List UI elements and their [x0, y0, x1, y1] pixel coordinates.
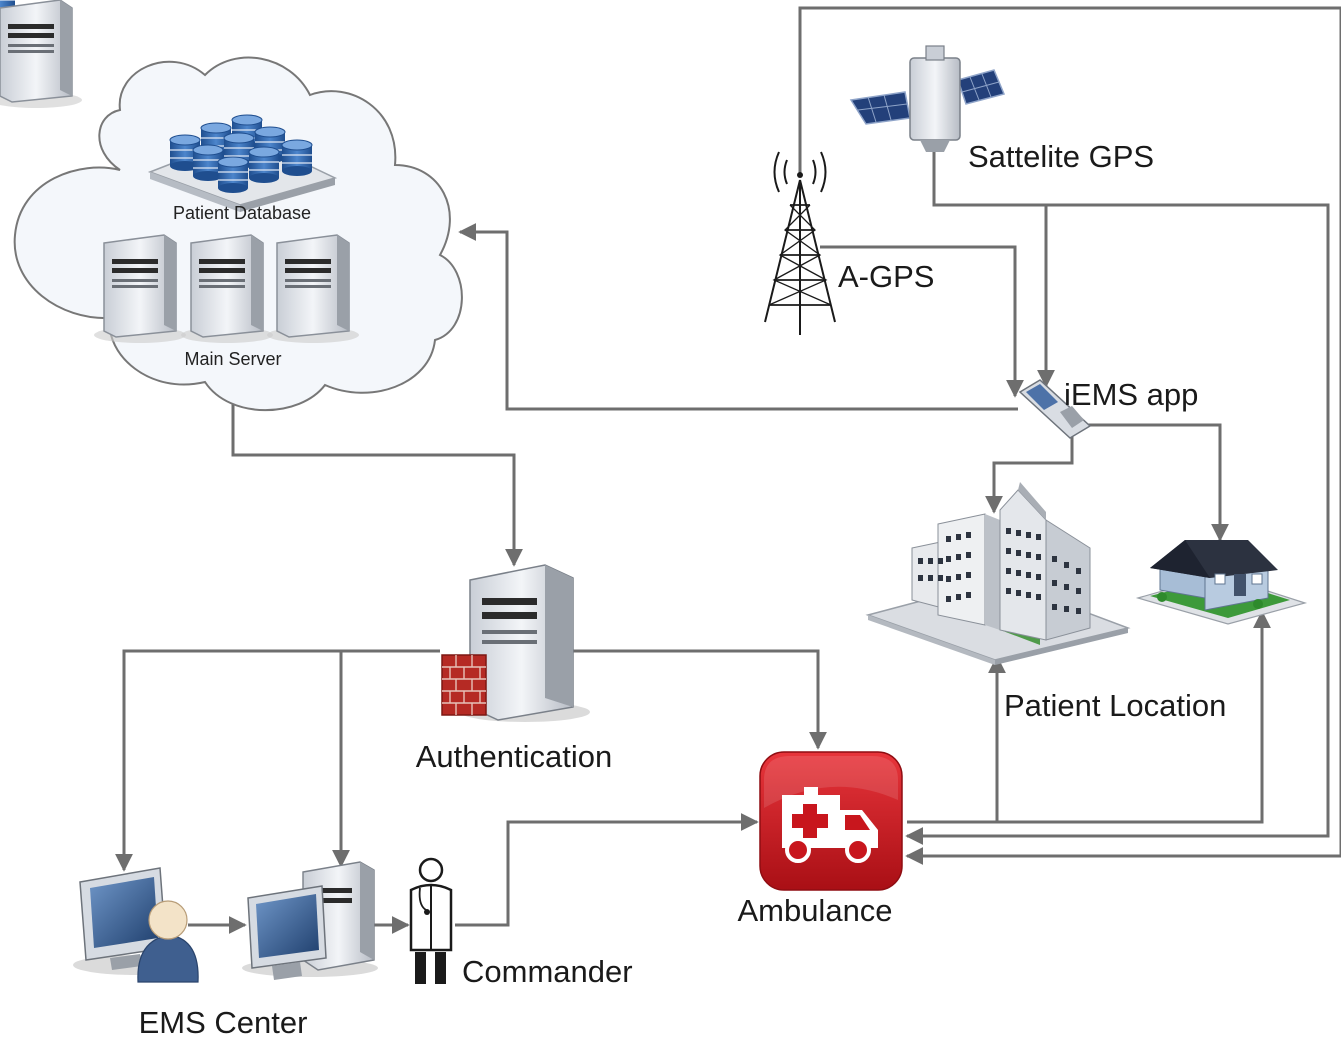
main-server-label: Main Server: [184, 349, 281, 369]
connector-iems-to-hospital: [985, 435, 1074, 514]
patient-database-label: Patient Database: [173, 203, 311, 223]
ems-center-label: EMS Center: [139, 1005, 308, 1040]
connector-ambulance-to-house: [997, 610, 1271, 824]
connector-commander-to-ambulance: [455, 813, 759, 927]
connector-auth-to-ambulance: [573, 649, 827, 750]
computer-workstation-icon: [242, 861, 378, 980]
satellite-icon: [849, 45, 1006, 152]
ambulance-icon: [759, 751, 903, 891]
connector-auth-to-ems-monitor: [115, 649, 440, 872]
doctor-icon: [409, 857, 453, 984]
connectors: [115, 6, 1341, 934]
connector-satellite-to-iems: [932, 148, 1055, 388]
connector-tower-to-ambulance: [798, 6, 1341, 865]
commander-label: Commander: [462, 954, 633, 989]
house-icon: [1135, 540, 1308, 625]
user-icon: [137, 900, 199, 983]
connector-agps-to-iems: [820, 245, 1024, 398]
authentication-label: Authentication: [416, 739, 612, 774]
iems-app-label: iEMS app: [1064, 377, 1198, 412]
patient-location-label: Patient Location: [1004, 688, 1226, 723]
mobile-phone-icon: [1018, 379, 1092, 439]
connector-iems-to-house: [1086, 423, 1229, 542]
connector-ambulance-to-hospital: [907, 655, 1006, 824]
radio-tower-icon: [764, 151, 836, 335]
connector-satellite-to-ambulance: [905, 203, 1330, 845]
server-cluster-icon: [0, 0, 360, 344]
connector-cloud-to-auth: [231, 400, 523, 567]
ambulance-label: Ambulance: [737, 893, 892, 928]
connector-iems-to-cloud: [458, 223, 1018, 411]
firewall-icon: [441, 654, 487, 716]
satellite-gps-label: Sattelite GPS: [968, 139, 1154, 174]
a-gps-label: A-GPS: [838, 259, 934, 294]
hospital-building-icon: [865, 482, 1131, 665]
